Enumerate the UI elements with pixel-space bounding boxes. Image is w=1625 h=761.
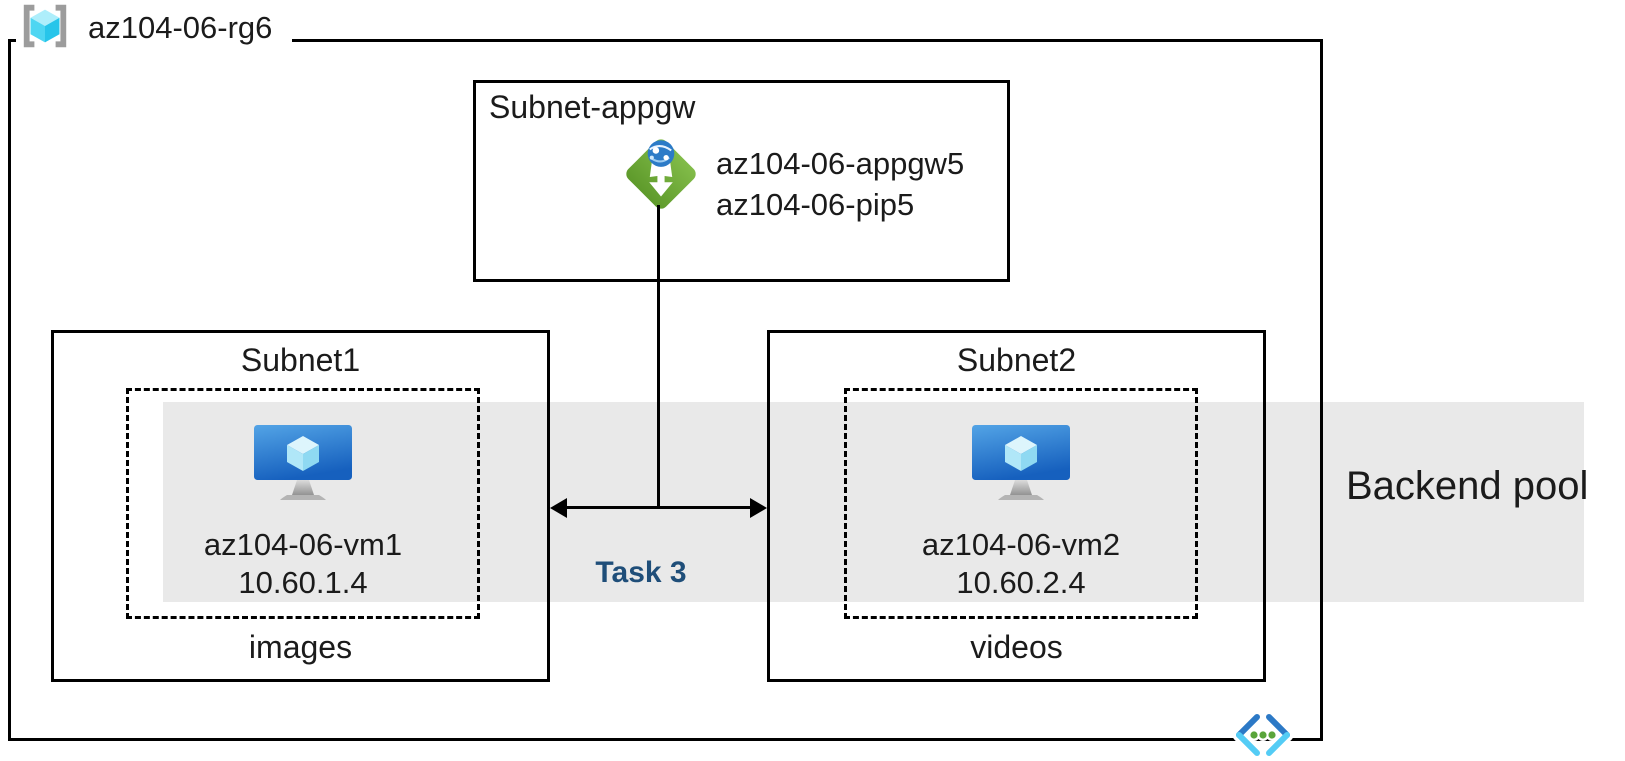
application-gateway-icon bbox=[618, 131, 704, 217]
backend-arrow-line bbox=[564, 506, 754, 509]
vm2-name: az104-06-vm2 bbox=[921, 527, 1121, 562]
subnet2-backend-dashed-box bbox=[844, 388, 1198, 619]
vm1-ip: 10.60.1.4 bbox=[238, 565, 368, 600]
resource-group-name: az104-06-rg6 bbox=[88, 10, 273, 45]
subnet1-title: Subnet1 bbox=[240, 342, 361, 378]
subnet2-box: Subnet2 az104-06-vm2 10.60.2.4 videos bbox=[767, 330, 1266, 682]
virtual-network-icon bbox=[1231, 710, 1295, 761]
subnet-appgw-title: Subnet-appgw bbox=[489, 89, 696, 125]
resource-group-icon bbox=[18, 2, 72, 55]
subnet2-caption: videos bbox=[970, 629, 1063, 665]
public-ip-name: az104-06-pip5 bbox=[716, 187, 915, 222]
arrowhead-left-icon bbox=[550, 498, 567, 518]
vm1-name: az104-06-vm1 bbox=[203, 527, 403, 562]
virtual-machine-icon bbox=[253, 424, 353, 504]
application-gateway-labels: az104-06-appgw5 az104-06-pip5 bbox=[716, 143, 964, 225]
arrowhead-right-icon bbox=[750, 498, 767, 518]
resource-group-header: az104-06-rg6 bbox=[16, 2, 293, 55]
subnet-appgw-box: Subnet-appgw bbox=[473, 80, 1010, 282]
subnet1-backend-dashed-box bbox=[126, 388, 480, 619]
resource-group-box bbox=[8, 39, 1323, 741]
vm2-ip: 10.60.2.4 bbox=[956, 565, 1086, 600]
virtual-machine-icon bbox=[971, 424, 1071, 504]
backend-pool-label: Backend pool bbox=[1346, 464, 1589, 508]
subnet1-box: Subnet1 az104-06-vm1 bbox=[51, 330, 550, 682]
backend-pool-band bbox=[163, 402, 1584, 602]
appgw-connector-line bbox=[657, 205, 660, 508]
subnet2-title: Subnet2 bbox=[956, 342, 1077, 378]
subnet1-caption: images bbox=[248, 629, 353, 665]
task-label: Task 3 bbox=[595, 556, 687, 589]
application-gateway-name: az104-06-appgw5 bbox=[716, 146, 965, 181]
